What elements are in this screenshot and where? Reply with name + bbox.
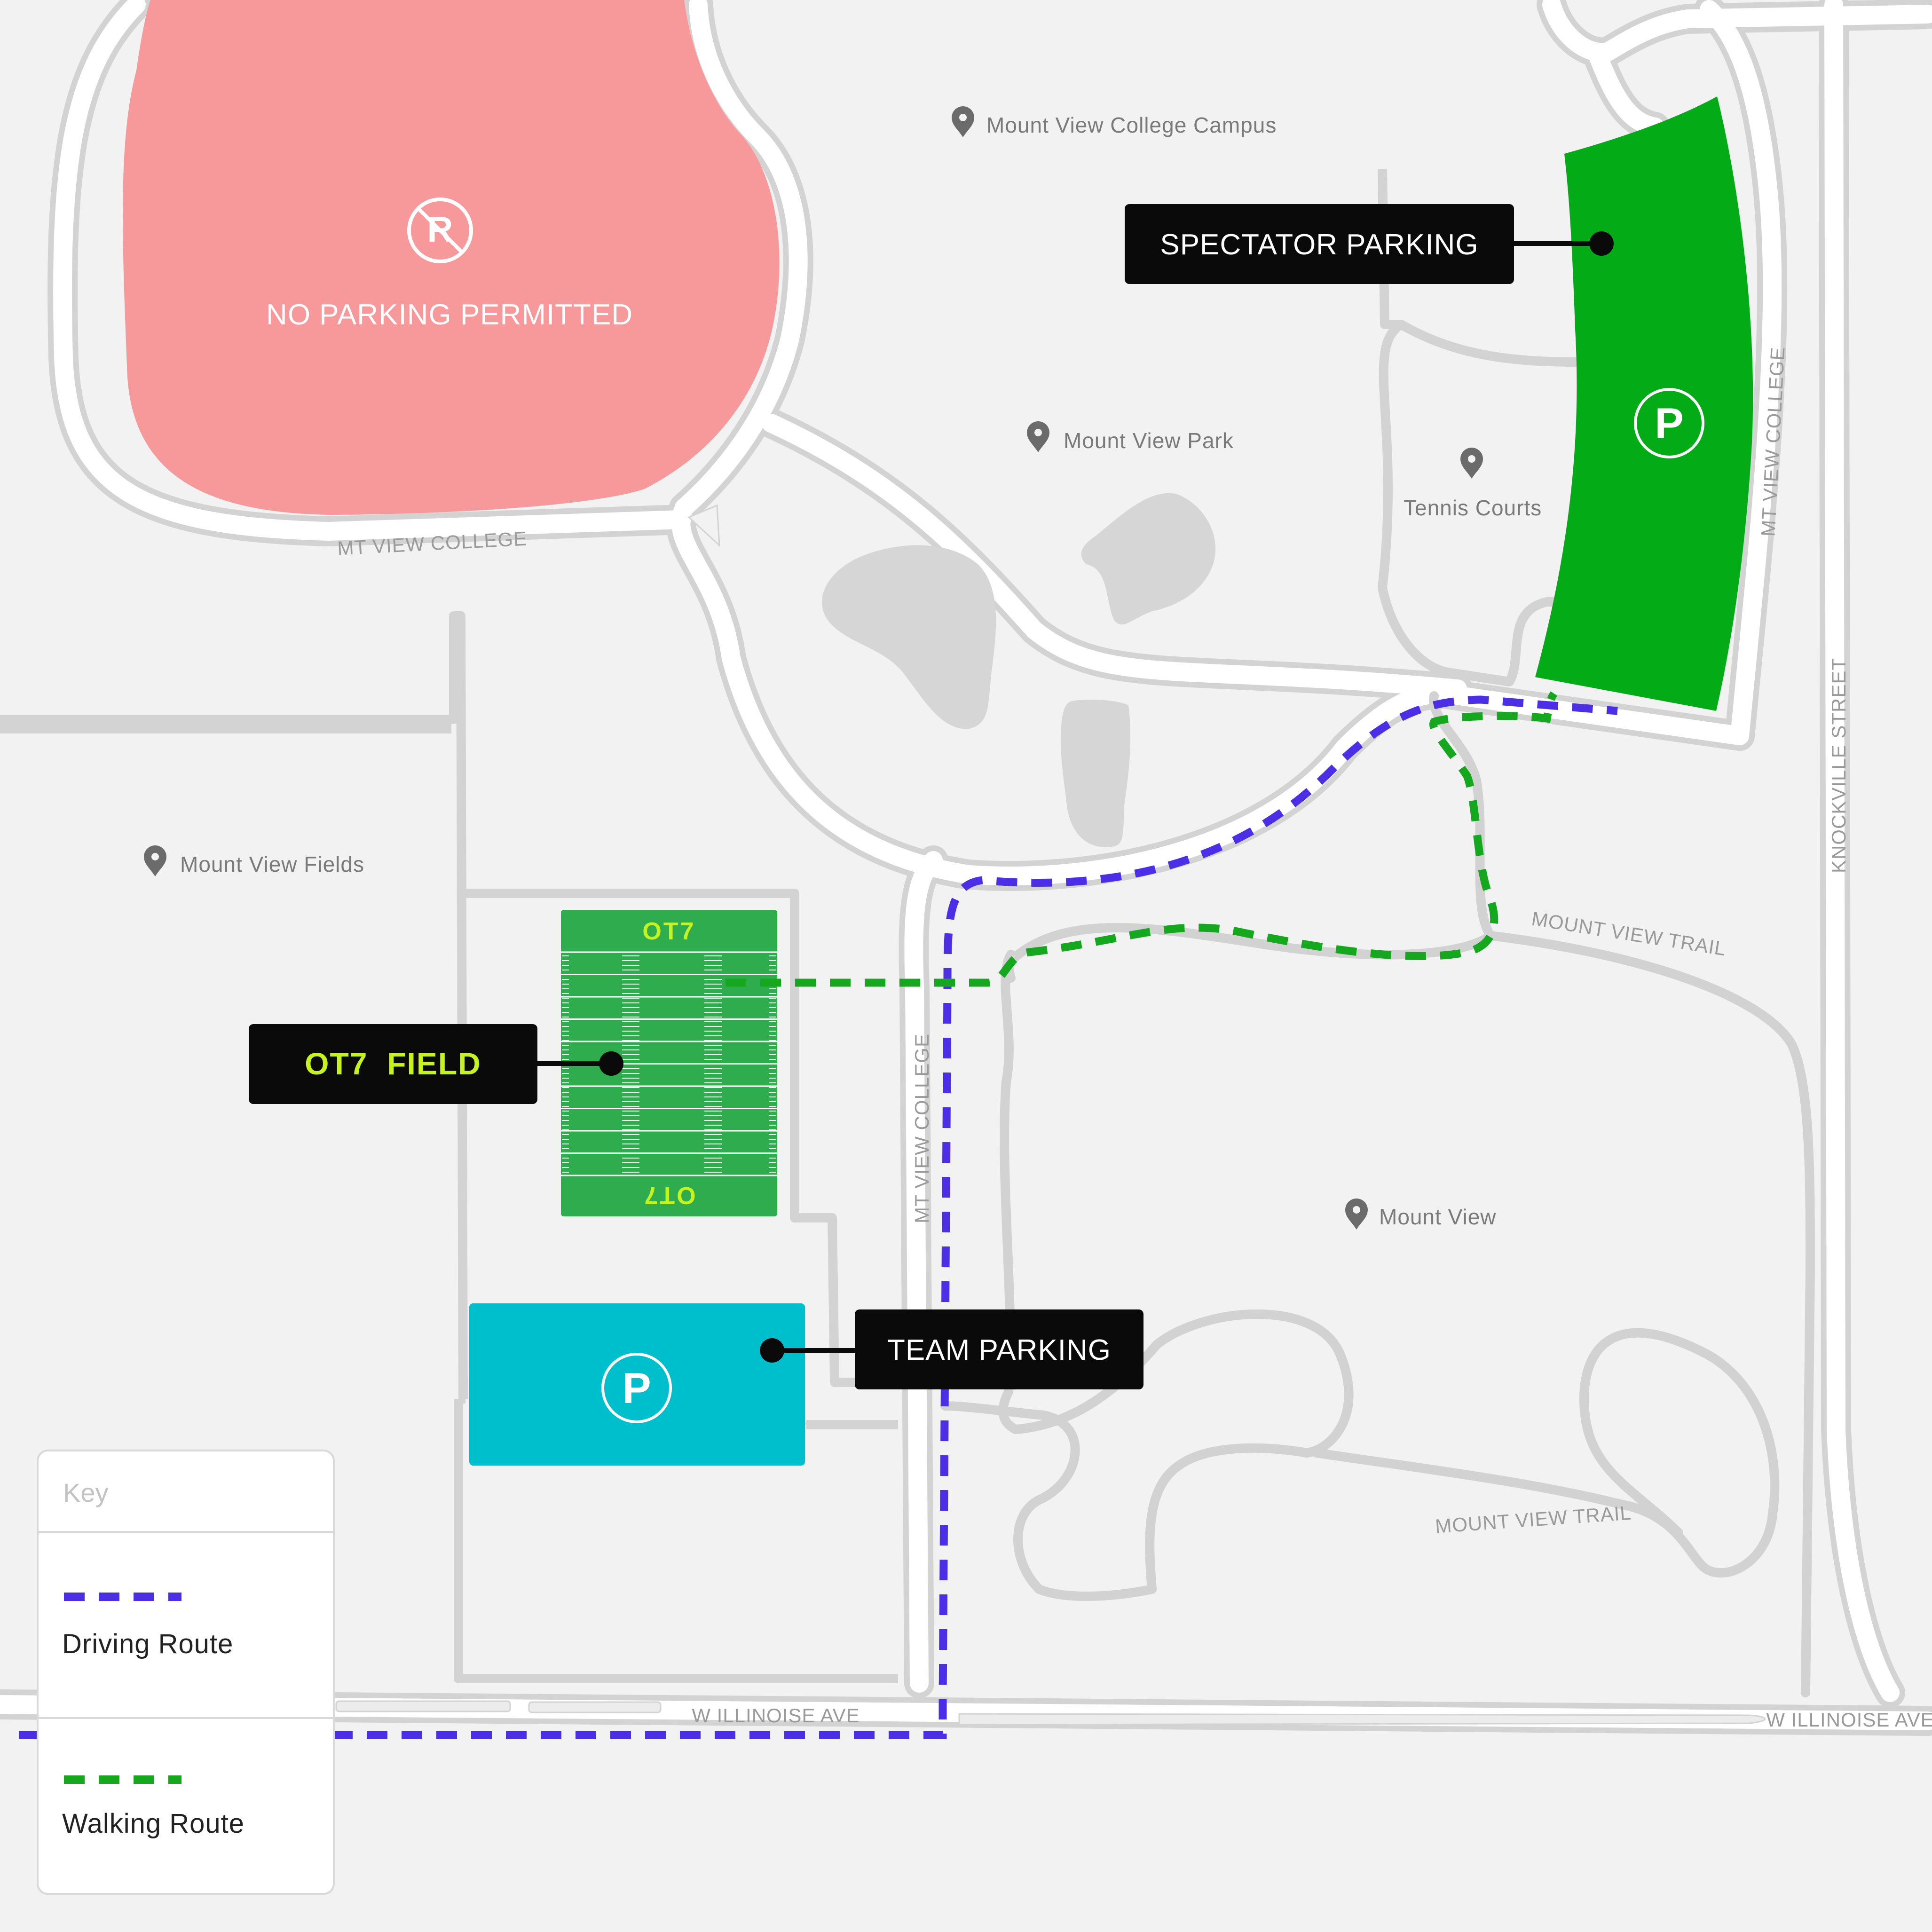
field-hash-marks [562, 955, 776, 1173]
team-parking-label: TEAM PARKING [887, 1334, 1111, 1366]
parking-icon: P [601, 1353, 672, 1423]
field-yard-lines [561, 951, 777, 1176]
place-labels: Mount View College Campus Mount View Par… [180, 113, 1542, 1229]
svg-text:P: P [622, 1364, 651, 1412]
place-label-campus: Mount View College Campus [986, 113, 1277, 137]
map-pin-icon [1027, 421, 1049, 452]
road-network [0, 0, 1932, 1736]
svg-text:P: P [1655, 400, 1683, 448]
map-pin-dot [1468, 455, 1475, 463]
map-pin-icon [144, 845, 166, 876]
field-endzone-label-top: OT7 [642, 918, 695, 945]
map-key: Key Driving Route Walking Route [37, 1450, 335, 1895]
key-driving-label: Driving Route [62, 1629, 233, 1659]
team-parking-callout[interactable]: TEAM PARKING [760, 1309, 1143, 1389]
map-pin-icon [1460, 448, 1483, 479]
spectator-parking-label: SPECTATOR PARKING [1160, 229, 1478, 261]
map-pin-icon [952, 106, 974, 137]
map-pin-dot [151, 853, 159, 860]
no-parking-label: NO PARKING PERMITTED [266, 299, 633, 331]
key-walking-label: Walking Route [62, 1808, 244, 1839]
street-label-mt-view-college-south: MT VIEW COLLEGE [911, 1033, 933, 1223]
mount-view-trail [940, 691, 1815, 1697]
place-label-park: Mount View Park [1064, 428, 1234, 453]
no-parking-area: R NO PARKING PERMITTED [123, 0, 780, 515]
ot7-field[interactable]: OT7 OT7 [561, 910, 777, 1216]
street-label-knockville: KNOCKVILLE STREET [1828, 658, 1850, 873]
spectator-parking-lot[interactable]: P [1535, 96, 1753, 711]
map-pin-dot [1034, 429, 1042, 436]
ponds [821, 493, 1216, 847]
walking-route [725, 691, 1558, 987]
map-pin-dot [1353, 1206, 1360, 1214]
lot-outlines [0, 169, 1580, 1683]
street-label-trail-south: MOUNT VIEW TRAIL [1435, 1502, 1632, 1538]
place-markers [144, 106, 1483, 1230]
ot7-field-callout[interactable]: OT7 FIELD [249, 1024, 623, 1104]
field-endzone-label-bottom: OT7 [642, 1182, 695, 1209]
team-parking-lot[interactable]: P [469, 1303, 805, 1466]
no-parking-icon: R [407, 197, 473, 263]
map-pin-icon [1345, 1199, 1368, 1230]
place-label-tennis: Tennis Courts [1404, 496, 1542, 520]
parking-icon: P [1634, 388, 1704, 458]
spectator-parking-callout[interactable]: SPECTATOR PARKING [1125, 204, 1614, 284]
ot7-field-label: OT7 FIELD [305, 1046, 481, 1081]
key-title: Key [63, 1478, 109, 1507]
street-label-illinoise-west: W ILLINOISE AVE [692, 1704, 860, 1727]
place-label-fields: Mount View Fields [180, 852, 364, 876]
driving-route [19, 695, 1618, 1739]
street-label-illinoise-east: W ILLINOISE AVE [1766, 1709, 1932, 1731]
map-pin-dot [959, 114, 967, 121]
street-label-trail-north: MOUNT VIEW TRAIL [1530, 907, 1727, 960]
place-label-mount-view: Mount View [1379, 1205, 1497, 1229]
